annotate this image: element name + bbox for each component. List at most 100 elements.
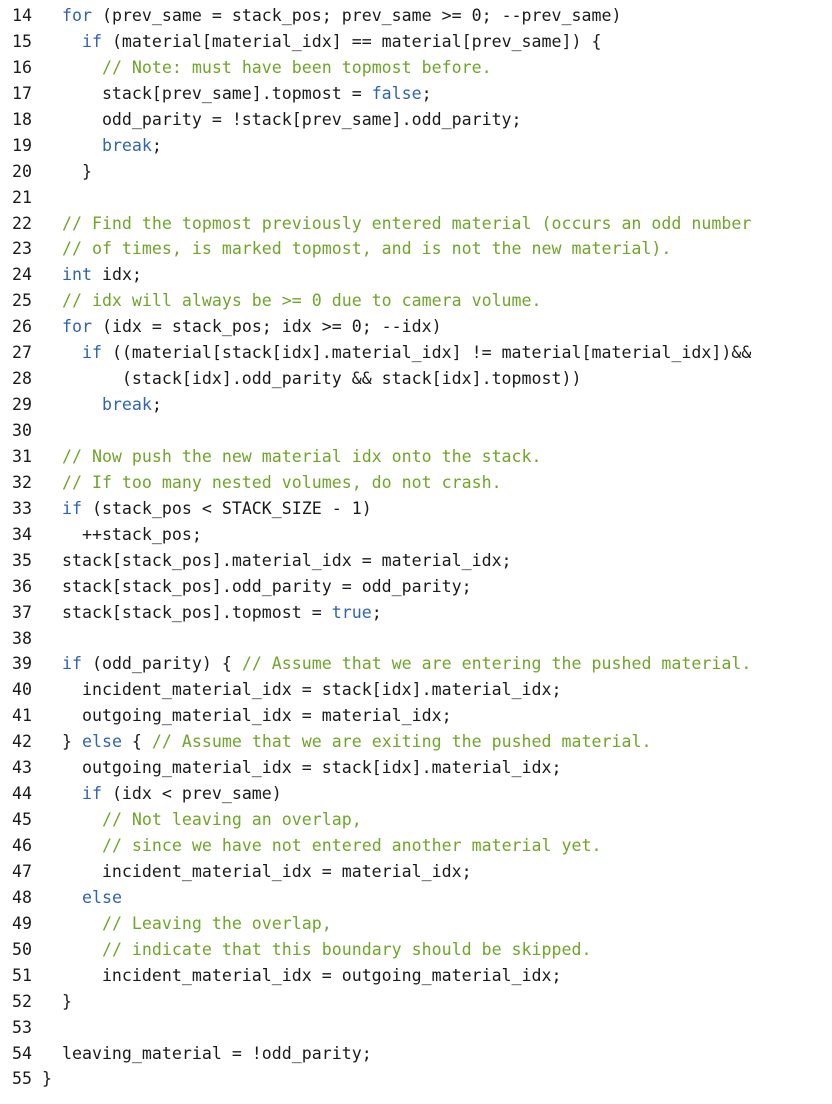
code-keyword: if: [61, 498, 82, 518]
line-code: else: [32, 885, 122, 911]
line-number: 17: [12, 83, 32, 103]
code-line: 20 }: [8, 159, 832, 185]
code-keyword: else: [81, 887, 122, 907]
line-code: ++stack_pos;: [32, 522, 202, 548]
code-text: ;: [151, 395, 162, 415]
code-line: 46 // since we have not entered another …: [8, 833, 832, 859]
code-line: 39 if (odd_parity) { // Assume that we a…: [8, 651, 832, 677]
code-line: 53: [8, 1015, 832, 1041]
line-code: incident_material_idx = outgoing_materia…: [32, 963, 562, 989]
code-line: 19 break;: [8, 133, 832, 159]
line-number: 46: [12, 836, 32, 855]
code-text: [42, 395, 102, 414]
line-code: // since we have not entered another mat…: [32, 833, 602, 859]
code-comment: // Not leaving an overlap,: [101, 810, 362, 830]
line-code: // idx will always be >= 0 due to camera…: [32, 288, 542, 314]
line-code: [32, 1015, 42, 1041]
line-number: 33: [12, 498, 32, 518]
line-code: stack[prev_same].topmost = false;: [32, 81, 432, 107]
line-number: 44: [12, 784, 32, 804]
code-text: }: [42, 161, 92, 181]
code-text: ++stack_pos;: [42, 524, 202, 544]
code-text: }: [42, 732, 82, 752]
code-text: ;: [371, 602, 382, 622]
code-text: [42, 836, 102, 855]
code-line: 15 if (material[material_idx] == materia…: [8, 29, 832, 55]
line-number: 36: [12, 576, 32, 596]
line-number: 55: [12, 1069, 32, 1089]
code-keyword: if: [61, 654, 82, 674]
code-keyword: if: [81, 343, 102, 363]
line-code: outgoing_material_idx = material_idx;: [32, 703, 452, 729]
code-line: 36 stack[stack_pos].odd_parity = odd_par…: [8, 574, 832, 600]
line-code: // Note: must have been topmost before.: [32, 55, 492, 81]
code-text: [42, 32, 82, 51]
code-text: leaving_material = !odd_parity;: [42, 1043, 372, 1063]
line-number: 51: [12, 965, 32, 985]
line-number: 54: [12, 1043, 32, 1063]
line-number: 23: [12, 239, 32, 259]
line-code: if (material[material_idx] == material[p…: [32, 29, 602, 55]
line-number: 50: [12, 939, 32, 959]
line-number: 35: [12, 550, 32, 570]
code-text: [42, 291, 62, 310]
code-keyword: false: [371, 83, 422, 103]
code-line: 50 // indicate that this boundary should…: [8, 937, 832, 963]
code-line: 24 int idx;: [8, 262, 832, 288]
code-text: [42, 317, 62, 336]
code-text: [42, 810, 102, 829]
code-comment: // idx will always be >= 0 due to camera…: [61, 291, 542, 311]
code-comment: // Find the topmost previously entered m…: [61, 213, 752, 233]
line-number: 31: [12, 446, 32, 466]
line-number: 28: [12, 369, 32, 389]
code-line: 41 outgoing_material_idx = material_idx;: [8, 703, 832, 729]
line-code: }: [32, 989, 72, 1015]
line-number: 39: [12, 654, 32, 674]
code-text: [42, 239, 62, 258]
code-text: incident_material_idx = stack[idx].mater…: [42, 680, 562, 700]
line-code: if ((material[stack[idx].material_idx] !…: [32, 340, 751, 366]
code-comment: // since we have not entered another mat…: [101, 836, 602, 855]
line-code: if (odd_parity) { // Assume that we are …: [32, 651, 751, 677]
line-number: 24: [12, 265, 32, 285]
line-number: 49: [12, 913, 32, 933]
code-text: stack[stack_pos].material_idx = material…: [42, 550, 512, 570]
line-number: 21: [12, 187, 32, 207]
code-text: [42, 136, 102, 155]
code-text: incident_material_idx = material_idx;: [42, 861, 472, 881]
code-keyword: true: [331, 602, 372, 622]
code-comment: // Now push the new material idx onto th…: [61, 446, 542, 466]
code-text: ((material[stack[idx].material_idx] != m…: [101, 343, 752, 363]
code-line: 14 for (prev_same = stack_pos; prev_same…: [8, 3, 832, 29]
code-keyword: else: [81, 732, 122, 752]
line-code: stack[stack_pos].material_idx = material…: [32, 548, 512, 574]
code-text: stack[stack_pos].topmost =: [42, 602, 332, 622]
code-line: 55}: [8, 1066, 832, 1092]
code-text: stack[prev_same].topmost =: [42, 83, 372, 103]
line-code: } else { // Assume that we are exiting t…: [32, 729, 651, 755]
line-code: // of times, is marked topmost, and is n…: [32, 236, 671, 262]
line-number: 27: [12, 343, 32, 363]
code-listing: 14 for (prev_same = stack_pos; prev_same…: [8, 3, 832, 1092]
code-text: odd_parity = !stack[prev_same].odd_parit…: [42, 109, 522, 129]
code-line: 54 leaving_material = !odd_parity;: [8, 1041, 832, 1067]
code-text: ;: [151, 135, 162, 155]
line-code: outgoing_material_idx = stack[idx].mater…: [32, 755, 562, 781]
line-number: 40: [12, 680, 32, 700]
line-number: 29: [12, 395, 32, 415]
code-line: 25 // idx will always be >= 0 due to cam…: [8, 288, 832, 314]
code-text: (odd_parity) {: [81, 654, 242, 674]
code-text: [42, 6, 62, 25]
line-number: 30: [12, 421, 32, 440]
code-text: incident_material_idx = outgoing_materia…: [42, 965, 562, 985]
line-code: break;: [32, 392, 162, 418]
code-line: 16 // Note: must have been topmost befor…: [8, 55, 832, 81]
line-number: 43: [12, 758, 32, 778]
line-code: [32, 626, 42, 652]
code-line: 22 // Find the topmost previously entere…: [8, 211, 832, 237]
code-text: ;: [421, 83, 432, 103]
code-comment: // of times, is marked topmost, and is n…: [61, 239, 672, 259]
code-text: [42, 473, 62, 492]
code-line: 18 odd_parity = !stack[prev_same].odd_pa…: [8, 107, 832, 133]
line-code: // Leaving the overlap,: [32, 911, 332, 937]
